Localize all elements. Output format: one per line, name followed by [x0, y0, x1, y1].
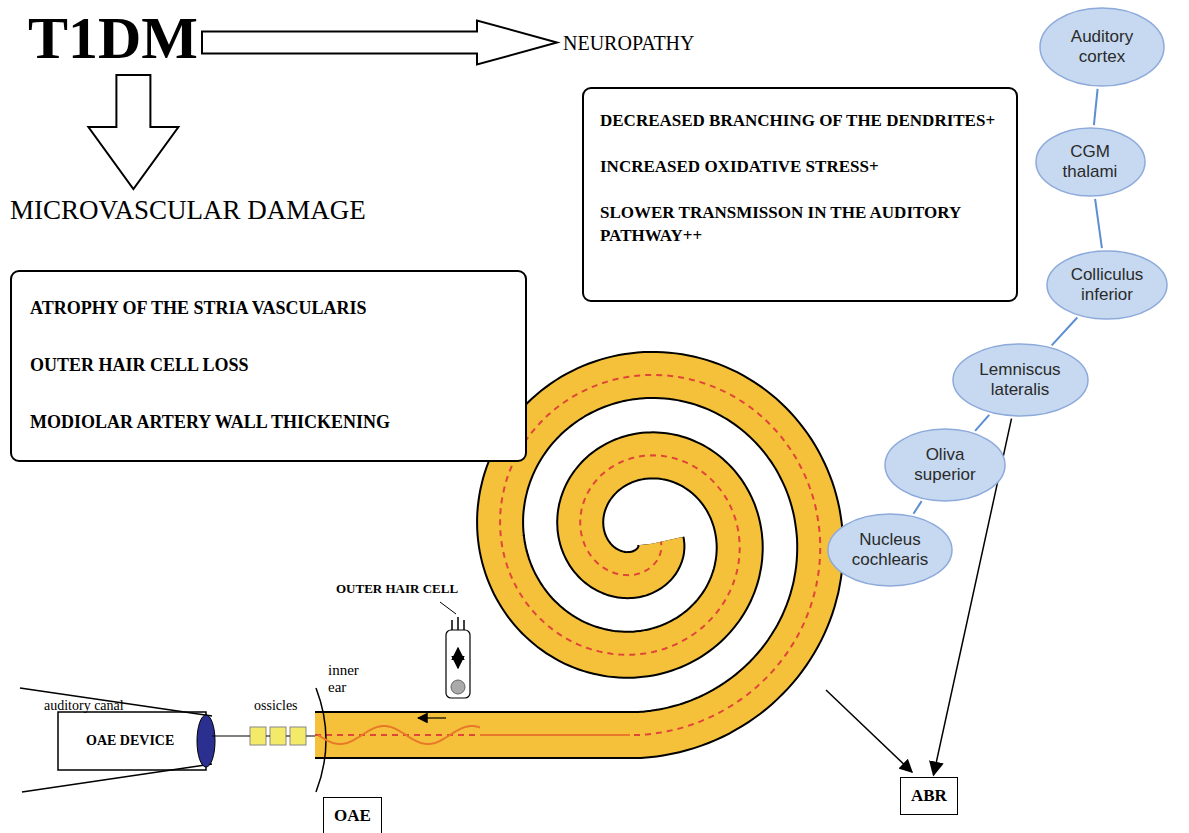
- branch-heading: MICROVASCULAR DAMAGE: [10, 195, 366, 226]
- ossicle: [250, 727, 266, 745]
- stereocilia: [452, 617, 464, 630]
- ellipse-shape: [1036, 128, 1145, 196]
- sound-wave: [318, 726, 480, 744]
- ossicle: [290, 727, 306, 745]
- pathway-link: [975, 415, 989, 431]
- measure-box: ABR: [900, 777, 958, 815]
- pathway-node: CGM thalami: [1035, 127, 1146, 197]
- node-text: Colliculus inferior: [1066, 265, 1148, 304]
- node-text: T1DM: [28, 4, 198, 73]
- part-label: auditory canal: [44, 698, 124, 713]
- pathway-link: [1094, 89, 1098, 125]
- pathway-link: [1052, 318, 1078, 346]
- pathway-node: Auditory cortex: [1039, 7, 1165, 87]
- ellipse-shape: [1047, 251, 1167, 319]
- title-term: T1DM: [28, 4, 198, 73]
- pathway-node: Colliculus inferior: [1046, 250, 1168, 320]
- node-text: Nucleus cochlearis: [848, 530, 933, 569]
- node-text: ATROPHY OF THE STRIA VASCULARIS: [30, 296, 510, 321]
- node-text: SLOWER TRANSMISSON IN THE AUDITORY PATHW…: [600, 201, 1004, 249]
- node-text: NEUROPATHY: [563, 32, 695, 55]
- branch-heading: NEUROPATHY: [563, 32, 695, 55]
- node-text: MODIOLAR ARTERY WALL THICKENING: [30, 410, 510, 435]
- oae-device-probe: [197, 715, 215, 767]
- ellipse-shape: [1040, 8, 1164, 86]
- leader-line: [440, 602, 456, 614]
- part-label: OAE DEVICE: [86, 733, 174, 748]
- node-text: DECREASED BRANCHING OF THE DENDRITES+: [600, 109, 1004, 133]
- pathway-node: Oliva superior: [884, 428, 1006, 502]
- block-arrow: [202, 21, 557, 65]
- oae-device-body: [58, 712, 206, 770]
- pathway-link: [1095, 199, 1102, 248]
- pathway-node: Lemniscus lateralis: [952, 343, 1089, 417]
- node-text: OUTER HAIR CELL LOSS: [30, 353, 510, 378]
- outer-hair-cell: [446, 630, 470, 698]
- part-label: OUTER HAIR CELL: [336, 582, 458, 596]
- cochlea-abr-arrow: [826, 690, 912, 772]
- node-text: Auditory cortex: [1060, 27, 1145, 66]
- node-text: Oliva superior: [904, 445, 986, 484]
- hair-cell-nucleus: [451, 680, 465, 694]
- measure-box: OAE: [323, 797, 382, 833]
- node-text: OAE: [334, 806, 371, 826]
- emission-arrow: [418, 717, 446, 718]
- part-label: ossicles: [254, 698, 298, 713]
- auditory-canal: [20, 688, 212, 792]
- pathway-link: [914, 501, 922, 514]
- finding-box: DECREASED BRANCHING OF THE DENDRITES+ INC…: [582, 87, 1018, 302]
- ossicle: [270, 727, 286, 745]
- pathway-node: Nucleus cochlearis: [827, 513, 953, 587]
- node-text: CGM thalami: [1053, 142, 1127, 181]
- node-text: MICROVASCULAR DAMAGE: [10, 195, 366, 226]
- ellipse-shape: [828, 514, 952, 586]
- node-text: Lemniscus lateralis: [974, 360, 1067, 399]
- wave-line: [480, 734, 630, 736]
- finding-box: ATROPHY OF THE STRIA VASCULARIS OUTER HAI…: [10, 270, 527, 462]
- node-text: INCREASED OXIDATIVE STRESS+: [600, 155, 1004, 179]
- ellipse-shape: [953, 344, 1088, 416]
- block-arrow: [88, 75, 178, 189]
- part-label: inner ear: [328, 662, 374, 695]
- ellipse-shape: [885, 429, 1005, 501]
- node-text: ABR: [911, 786, 947, 806]
- ossicle-link: [212, 735, 316, 736]
- motility-arrow: [457, 648, 459, 668]
